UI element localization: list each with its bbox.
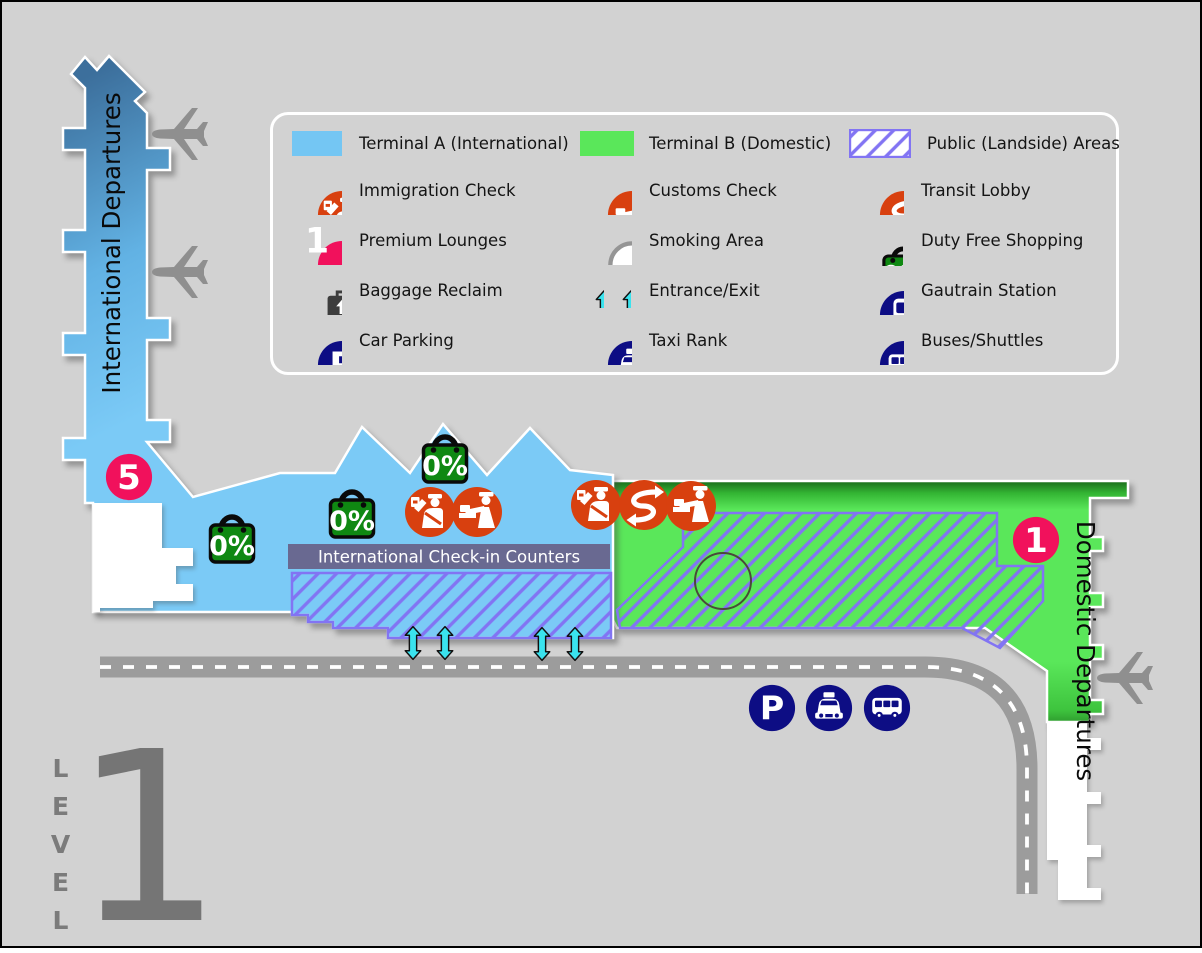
public-area-terminal-b-hatch [615,511,1045,650]
taxi-rank-icon [582,315,632,365]
airplane-icon [152,246,208,298]
legend-label: Immigration Check [359,180,516,200]
legend-label: Car Parking [359,330,454,350]
public-area-terminal-a-hatch [290,571,613,640]
taxi-rank-icon [805,684,853,732]
legend-item-taxi: Taxi Rank [580,315,727,365]
entrance-exit-icon [611,272,631,308]
duty-free-icon [855,214,903,266]
legend-label: Smoking Area [649,230,764,250]
legend-item-gautrain: Gautrain Station [852,265,1057,315]
legend-label: Taxi Rank [649,330,728,350]
smoking-area-icon [582,215,632,265]
car-parking-icon [292,315,342,365]
terminal-a-swatch [292,130,342,156]
customs-check-icon [452,487,502,537]
immigration-check-icon [404,486,456,538]
entrance-exit-icon [584,272,604,308]
rotunda-circle-outline [694,552,752,610]
legend-label: Duty Free Shopping [921,230,1084,250]
map-legend: Terminal A (International) Terminal B (D… [270,112,1120,375]
baggage-reclaim-icon [292,265,342,315]
legend-public-areas: Public (Landside) Areas [848,118,1120,168]
premium-lounge-number: 1 [305,222,329,262]
checkin-counter-bar: International Check-in Counters [288,544,610,569]
legend-label: Baggage Reclaim [359,280,503,300]
immigration-check-icon [570,479,622,531]
airplane-icon [1097,652,1153,704]
legend-item-buses: Buses/Shuttles [852,315,1043,365]
legend-item-entrance: Entrance/Exit [580,265,760,315]
customs-check-icon [582,165,632,215]
customs-check-icon [666,481,716,531]
transit-lobby-icon [619,480,669,530]
white-building-southeast [1047,722,1101,900]
bus-shuttle-icon [854,315,904,365]
gautrain-station-icon [854,265,904,315]
bus-shuttle-icon [863,684,911,732]
legend-item-premium: 1 Premium Lounges [290,215,507,265]
legend-terminal-b: Terminal B (Domestic) [580,118,831,168]
duty-free-icon [422,437,468,482]
terminal-b-swatch [580,130,634,156]
legend-item-customs: Customs Check [580,165,777,215]
transit-lobby-icon [854,165,904,215]
legend-terminal-a: Terminal A (International) [290,118,569,168]
legend-label: Transit Lobby [921,180,1031,200]
legend-label: Terminal A (International) [359,133,569,153]
level-label: LEVEL [46,754,75,944]
legend-label: Entrance/Exit [649,280,760,300]
road-centerline [100,665,1029,894]
legend-label: Premium Lounges [359,230,507,250]
domestic-departures-label: Domestic Departures [1071,521,1100,781]
international-departures-label: International Departures [97,92,126,393]
legend-label: Buses/Shuttles [921,330,1044,350]
premium-lounge-1-badge: 1 [1012,516,1060,564]
checkin-counter-label: International Check-in Counters [318,548,580,567]
legend-label: Terminal B (Domestic) [649,133,832,153]
premium-lounge-icon: 1 [305,222,342,265]
premium-lounge-5-number: 5 [117,458,141,498]
public-areas-swatch [849,128,911,158]
legend-item-immigration: Immigration Check [290,165,516,215]
legend-item-dutyfree: Duty Free Shopping [852,215,1083,265]
premium-lounge-5-badge: 5 [105,453,153,501]
white-building-west [93,503,193,612]
premium-lounge-1-number: 1 [1024,521,1048,561]
car-parking-icon [748,684,796,732]
duty-free-icon [209,517,255,562]
legend-item-transit: Transit Lobby [852,165,1031,215]
immigration-check-icon [292,165,342,215]
legend-item-smoking: Smoking Area [580,215,764,265]
duty-free-icon [329,492,375,537]
legend-item-baggage: Baggage Reclaim [290,265,503,315]
level-number: 1 [73,701,223,953]
legend-label: Public (Landside) Areas [927,133,1120,153]
legend-label: Customs Check [649,180,777,200]
legend-label: Gautrain Station [921,280,1057,300]
access-road [100,656,1038,894]
legend-item-parking: Car Parking [290,315,454,365]
